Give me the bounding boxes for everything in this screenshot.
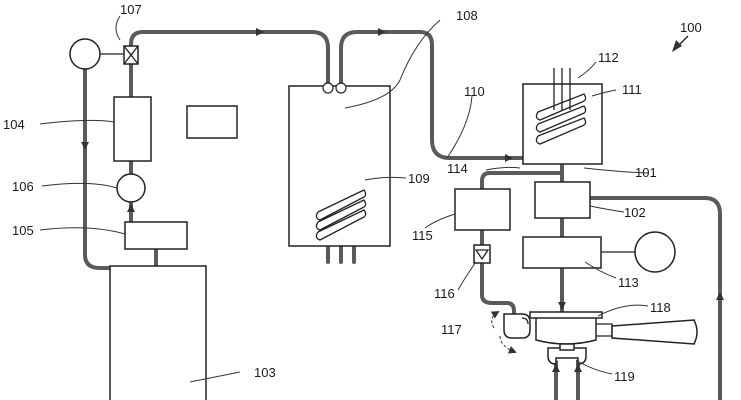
coil-111 xyxy=(535,68,587,145)
pipe-116-117 xyxy=(480,261,516,317)
label-119: 119 xyxy=(614,369,635,384)
label-118: 118 xyxy=(650,300,671,315)
tank-103 xyxy=(109,265,207,400)
label-107: 107 xyxy=(120,2,142,17)
label-100: 100 xyxy=(680,20,702,35)
port-109-a xyxy=(322,82,334,94)
port-109-b xyxy=(335,82,347,94)
valve-107 xyxy=(123,45,139,65)
left-return-pipe xyxy=(83,63,117,270)
component-105 xyxy=(124,221,188,250)
flow-arrow-106-up xyxy=(127,204,135,212)
label-105: 105 xyxy=(12,223,34,238)
component-113 xyxy=(522,236,602,269)
heating-coil-109 xyxy=(315,189,367,241)
label-103: 103 xyxy=(254,365,276,380)
flow-arrow-110 xyxy=(505,154,513,162)
pipe-102-right-loop xyxy=(588,196,722,400)
label-101: 101 xyxy=(635,165,657,180)
label-116: 116 xyxy=(434,286,455,301)
figure-ref-arrowhead xyxy=(672,40,682,52)
label-108: 108 xyxy=(456,8,478,23)
label-113: 113 xyxy=(618,275,639,290)
reference-labels: 100 101 102 103 104 106 105 107 108 109 … xyxy=(3,2,702,384)
label-106: 106 xyxy=(12,179,34,194)
pipe-branch-115 xyxy=(480,171,564,191)
label-110: 110 xyxy=(464,84,485,99)
leader-lines xyxy=(39,15,649,383)
filter-116 xyxy=(473,244,491,264)
group-head-118 xyxy=(529,311,698,345)
label-112: 112 xyxy=(598,50,619,65)
flow-arrow-left-down xyxy=(81,142,89,150)
flow-arrow-top-right xyxy=(378,28,386,36)
flow-arrow-top xyxy=(256,28,264,36)
label-102: 102 xyxy=(624,205,646,220)
label-114: 114 xyxy=(447,161,468,176)
spout-119 xyxy=(547,343,587,365)
label-117: 117 xyxy=(441,322,462,337)
label-104: 104 xyxy=(3,117,25,132)
control-unit xyxy=(186,105,238,139)
pump-106 xyxy=(116,173,146,203)
flow-arrow-outlet-left xyxy=(552,364,560,372)
label-111: 111 xyxy=(622,82,642,97)
nozzle-117 xyxy=(490,310,531,354)
flow-arrow-113-118 xyxy=(558,302,566,310)
flow-arrow-outlet-right xyxy=(574,364,582,372)
component-104 xyxy=(113,96,152,162)
component-102 xyxy=(534,181,591,219)
label-115: 115 xyxy=(412,228,433,243)
gauge-circle-left xyxy=(69,38,101,70)
flow-arrow-right-loop xyxy=(716,292,724,300)
label-109: 109 xyxy=(408,171,430,186)
component-115 xyxy=(454,188,511,231)
motor-circle-113 xyxy=(634,231,676,273)
portafilter-handle[interactable] xyxy=(611,319,698,345)
